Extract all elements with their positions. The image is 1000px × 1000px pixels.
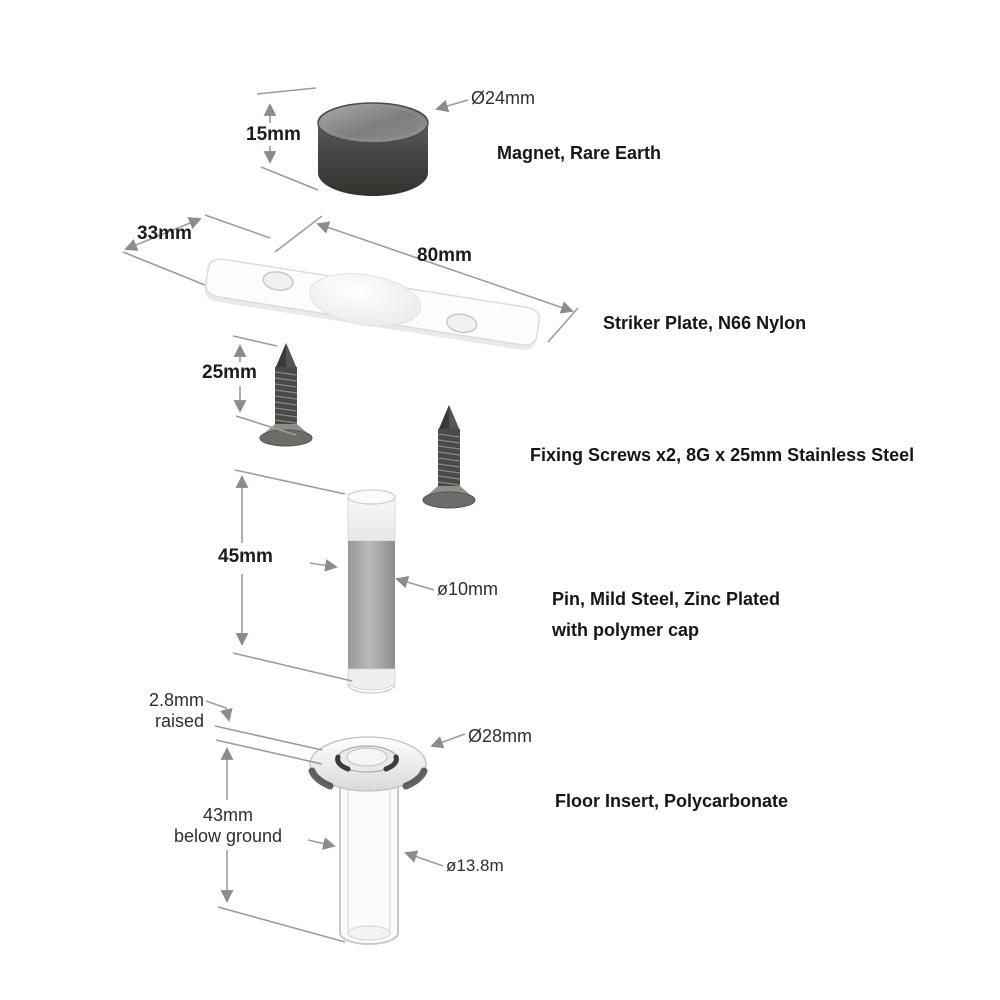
pin-height-dimension: 45mm: [218, 546, 273, 567]
striker-plate-width-dimension: 33mm: [137, 223, 192, 244]
magnet-dimension-lines: [256, 87, 469, 191]
floor-insert-label: Floor Insert, Polycarbonate: [555, 791, 789, 811]
magnet-diameter-dimension: Ø24mm: [471, 88, 536, 108]
floor-insert-raised-dimension: 2.8mm raised: [136, 690, 204, 731]
pin-illustration: [347, 489, 396, 694]
striker-plate-dimension-lines: [122, 214, 579, 343]
magnet-label: Magnet, Rare Earth: [497, 143, 662, 163]
fixing-screw-1: [259, 343, 313, 447]
depth-value: 43mm: [202, 805, 253, 825]
raised-label: raised: [154, 710, 204, 731]
magnet-illustration: [317, 102, 429, 196]
fixing-screws-label: Fixing Screws x2, 8G x 25mm Stainless St…: [530, 445, 915, 465]
striker-plate-illustration: [204, 258, 541, 350]
depth-label: below ground: [173, 825, 283, 846]
striker-plate-length-dimension: 80mm: [417, 245, 472, 266]
screw-dimension-lines: [232, 335, 297, 436]
raised-value: 2.8mm: [148, 690, 204, 710]
magnet-height-dimension: 15mm: [246, 124, 301, 145]
floor-insert-tube-diameter-dimension: ø13.8m: [446, 856, 504, 875]
pin-label-line2: with polymer cap: [552, 620, 700, 640]
striker-plate-label: Striker Plate, N66 Nylon: [603, 313, 807, 333]
pin-label-line1: Pin, Mild Steel, Zinc Plated: [552, 589, 781, 609]
screw-length-dimension: 25mm: [202, 362, 257, 383]
floor-insert-illustration: [308, 736, 428, 945]
fixing-screw-2: [422, 405, 476, 509]
floor-insert-depth-dimension: 43mm below ground: [158, 805, 298, 846]
floor-insert-flange-diameter-dimension: Ø28mm: [468, 726, 533, 746]
pin-diameter-dimension: ø10mm: [437, 579, 499, 599]
floor-insert-dimension-lines: [205, 700, 466, 943]
pin-dimension-lines: [232, 469, 435, 682]
